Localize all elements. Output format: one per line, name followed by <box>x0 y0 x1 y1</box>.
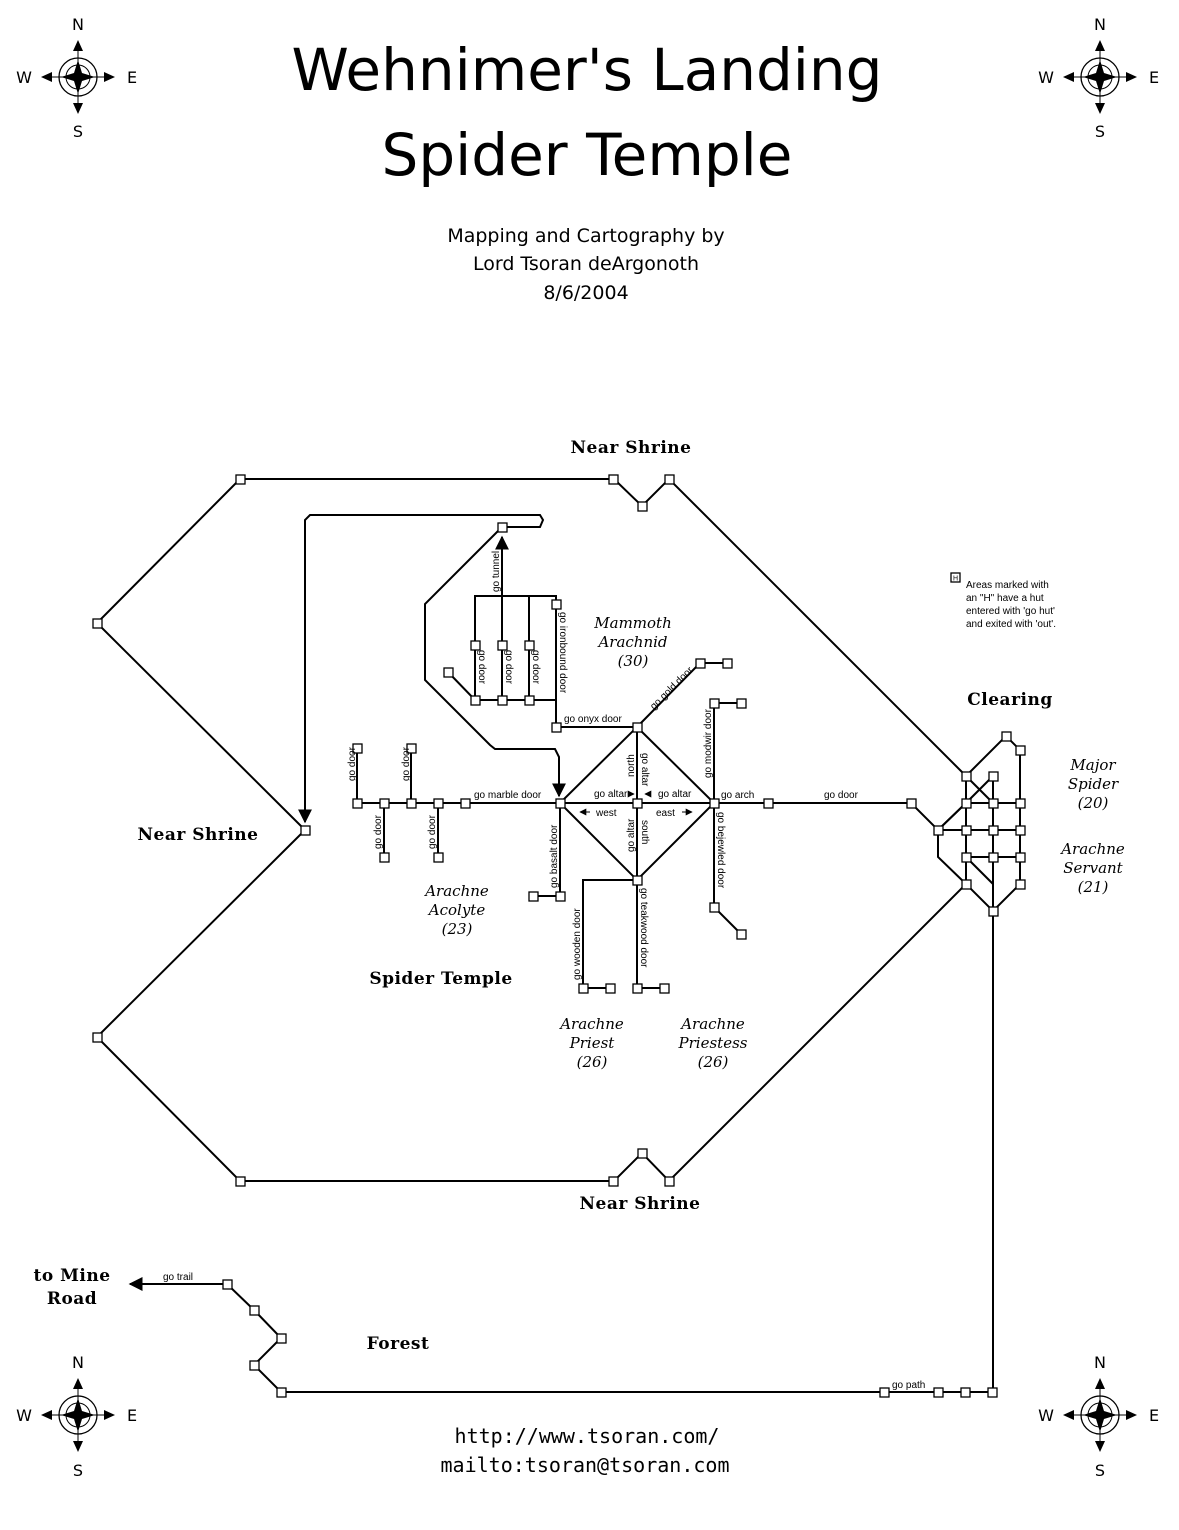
creature-major-spider-level: (20) <box>1078 794 1109 812</box>
path-forest <box>128 911 994 1393</box>
dir-go-door-left: go door <box>401 746 412 781</box>
creature-major-spider-name1: Major <box>1069 756 1116 774</box>
dir-go-ironbound-door: go ironbound door <box>557 612 568 694</box>
dir-go-tunnel: go tunnel <box>491 551 502 592</box>
dir-go-marble-door: go marble door <box>474 790 542 801</box>
creature-priestess-name2: Priestess <box>678 1034 748 1052</box>
footer-url-link[interactable]: http://www.tsoran.com/ <box>455 1424 720 1448</box>
path-tunnel-to-temple <box>424 526 566 798</box>
dir-north: north <box>626 754 637 777</box>
creature-servant-level: (21) <box>1078 878 1109 896</box>
compass-n: N <box>72 15 84 34</box>
area-clearing: Clearing <box>967 690 1052 710</box>
compass-s: S <box>1095 1461 1105 1480</box>
compass-e: E <box>127 1406 137 1425</box>
compass-rose-top-right: N S W E <box>1038 15 1159 141</box>
credit-line2: Lord Tsoran deArgonoth <box>473 253 699 275</box>
dir-go-altar-south: go altar <box>626 818 637 852</box>
dir-go-trail: go trail <box>163 1272 193 1283</box>
path-door-branches <box>474 595 557 727</box>
legend-line2: an "H" have a hut <box>966 593 1044 604</box>
compass-rose-bottom-right: N S W E <box>1038 1353 1159 1480</box>
credit-line1: Mapping and Cartography by <box>447 225 724 247</box>
credit-date: 8/6/2004 <box>543 282 628 304</box>
creature-acolyte-name1: Arachne <box>423 882 489 900</box>
area-near-shrine-bottom: Near Shrine <box>580 1194 701 1214</box>
hut-marker: H <box>953 576 958 583</box>
creature-priest-name2: Priest <box>569 1034 616 1052</box>
dir-go-altar-east: go altar <box>658 789 692 800</box>
creature-acolyte-name2: Acolyte <box>427 901 486 919</box>
dir-west: west <box>595 808 617 819</box>
creature-mammoth-name1: Mammoth <box>593 614 671 632</box>
compass-n: N <box>1094 15 1106 34</box>
map-title-line2: Spider Temple <box>382 121 793 189</box>
dir-go-wooden-door: go wooden door <box>572 908 583 980</box>
area-mine-road-line2: Road <box>47 1289 97 1309</box>
area-near-shrine-top: Near Shrine <box>571 438 692 458</box>
compass-w: W <box>16 1406 32 1425</box>
area-spider-temple: Spider Temple <box>369 969 512 989</box>
creature-major-spider-name2: Spider <box>1068 775 1119 793</box>
area-mine-road-line1: to Mine <box>33 1266 110 1286</box>
path-outer-bottom <box>95 829 967 1183</box>
dir-go-door: go door <box>476 650 487 685</box>
compass-e: E <box>1149 68 1159 87</box>
creature-acolyte-level: (23) <box>442 920 473 938</box>
compass-s: S <box>1095 122 1105 141</box>
creature-servant-name2: Servant <box>1063 859 1123 877</box>
legend-line1: Areas marked with <box>966 580 1049 591</box>
area-near-shrine-left: Near Shrine <box>138 825 259 845</box>
rooms <box>92 474 1026 1398</box>
legend-line3: entered with 'go hut' <box>966 606 1055 617</box>
compass-s: S <box>73 122 83 141</box>
dir-go-onyx-door: go onyx door <box>564 714 622 725</box>
compass-w: W <box>16 68 32 87</box>
creature-labels: Mammoth Arachnid (30) Major Spider (20) … <box>423 614 1125 1071</box>
direction-labels: go tunnel go door go door go door go iro… <box>163 551 925 1391</box>
dir-go-path: go path <box>892 1380 925 1391</box>
hut-legend: H Areas marked with an "H" have a hut en… <box>950 572 1056 630</box>
dir-go-basalt-door: go basalt door <box>549 824 560 888</box>
area-forest: Forest <box>367 1334 430 1354</box>
dir-go-altar-north: go altar <box>639 753 650 787</box>
dir-go-door: go door <box>503 650 514 685</box>
dir-go-door: go door <box>530 650 541 685</box>
compass-n: N <box>1094 1353 1106 1372</box>
compass-w: W <box>1038 1406 1054 1425</box>
creature-mammoth-level: (30) <box>618 652 649 670</box>
compass-e: E <box>1149 1406 1159 1425</box>
dir-south: south <box>639 820 650 844</box>
dir-go-teakwood-door: go teakwood door <box>638 888 649 968</box>
dir-go-door-clearing: go door <box>824 790 859 801</box>
map-title-line1: Wehnimer's Landing <box>291 36 882 104</box>
legend-line4: and exited with 'out'. <box>966 619 1056 630</box>
creature-priest-level: (26) <box>577 1053 608 1071</box>
compass-n: N <box>72 1353 84 1372</box>
dir-go-arch: go arch <box>721 790 754 801</box>
creature-priestess-name1: Arachne <box>679 1015 745 1033</box>
compass-rose-bottom-left: N S W E <box>16 1353 137 1480</box>
dir-go-door-left: go door <box>427 814 438 849</box>
dir-go-door-left: go door <box>373 814 384 849</box>
dir-go-modwir-door: go modwir door <box>703 708 714 778</box>
creature-mammoth-name2: Arachnid <box>596 633 667 651</box>
area-labels: Near Shrine Near Shrine Near Shrine Clea… <box>33 438 1052 1354</box>
path-clearing-grid <box>937 734 1021 913</box>
dir-go-altar-west: go altar <box>594 789 628 800</box>
compass-w: W <box>1038 68 1054 87</box>
creature-priest-name1: Arachne <box>558 1015 624 1033</box>
creature-priestess-level: (26) <box>698 1053 729 1071</box>
creature-servant-name1: Arachne <box>1059 840 1125 858</box>
compass-rose-top-left: N S W E <box>16 15 137 141</box>
footer-mail-link[interactable]: mailto:tsoran@tsoran.com <box>441 1453 730 1477</box>
compass-e: E <box>127 68 137 87</box>
path-tunnel-loop <box>298 514 545 824</box>
dir-go-bejewled-door: go bejewled door <box>715 812 726 889</box>
dir-east: east <box>656 808 675 819</box>
dir-go-gold-door: go gold door <box>648 665 696 713</box>
dir-go-door-left: go door <box>347 746 358 781</box>
compass-s: S <box>73 1461 83 1480</box>
